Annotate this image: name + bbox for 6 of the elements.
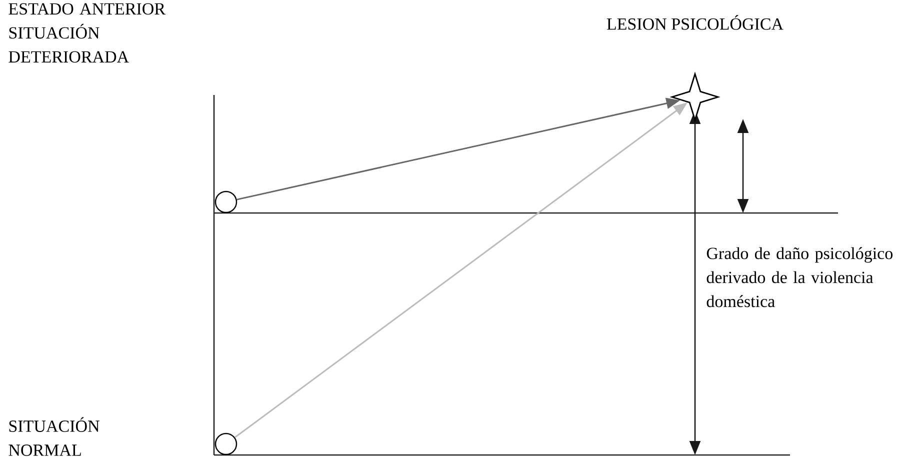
text-label: SITUACIÓN NORMAL [8,417,100,456]
text-label: Grado de daño psicológico derivado de la violencia doméstica [706,247,892,308]
circle-symbol [214,190,238,214]
text-label: ESTADO ANTERIOR SITUACIÓN DETERIORADA [8,3,166,63]
circle-symbol [214,432,238,456]
node-caption: LESION PSICOLÓGICA [606,15,784,30]
